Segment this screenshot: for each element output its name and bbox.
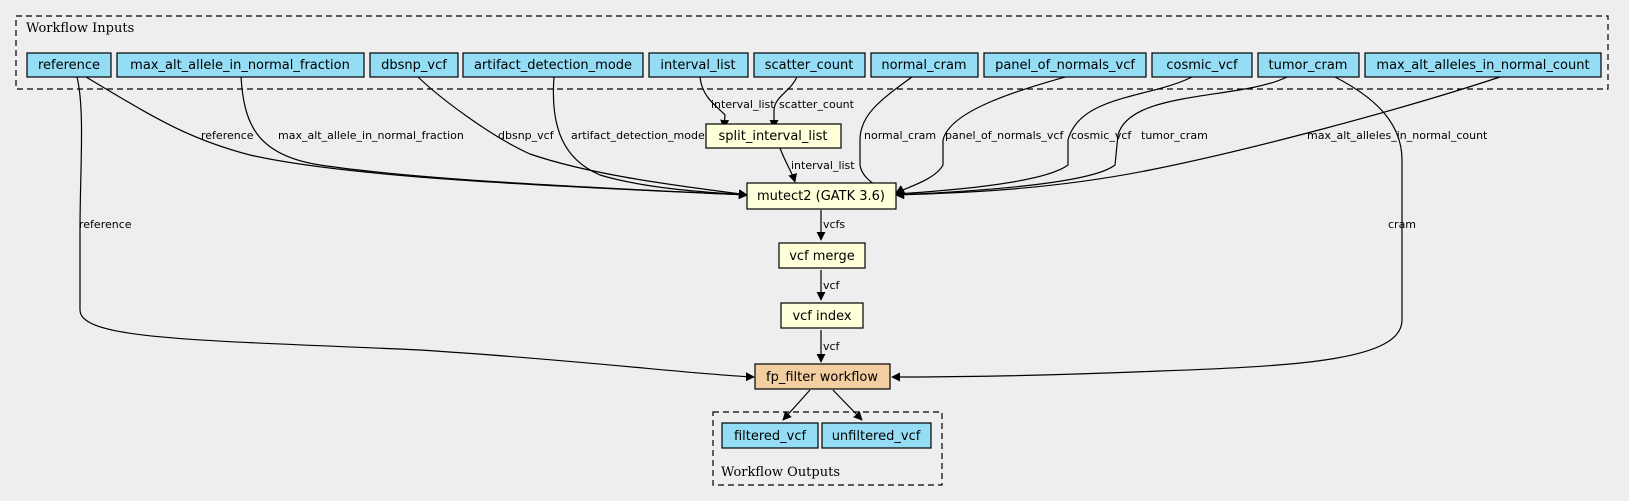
edge-panel-of-normals xyxy=(895,76,1066,194)
edge-label-cosmic: cosmic_vcf xyxy=(1071,129,1132,142)
edge-dbsnp xyxy=(417,76,748,199)
edge-label-cram: cram xyxy=(1388,218,1416,231)
edge-reference-fp xyxy=(76,76,755,382)
input-node-panel-of-normals-vcf-label: panel_of_normals_vcf xyxy=(995,58,1135,73)
step-node-split-interval-list[interactable]: split_interval_list xyxy=(705,123,842,149)
step-node-vcf-merge[interactable]: vcf merge xyxy=(778,242,866,269)
output-node-filtered-vcf[interactable]: filtered_vcf xyxy=(721,422,819,449)
edge-label-split-out: interval_list xyxy=(791,159,855,172)
edge-cosmic xyxy=(895,76,1193,198)
input-node-max-alt-alleles-in-normal-count[interactable]: max_alt_alleles_in_normal_count xyxy=(1364,52,1602,78)
input-node-normal-cram-label: normal_cram xyxy=(881,58,966,73)
input-nodes: reference max_alt_allele_in_normal_fract… xyxy=(26,52,1602,78)
edge-labels: interval_list scatter_count reference ma… xyxy=(79,98,1488,353)
input-node-max-alt-allele-in-normal-fraction-label: max_alt_allele_in_normal_fraction xyxy=(130,58,350,73)
subworkflow-node-fp-filter-label: fp_filter workflow xyxy=(766,370,878,385)
edge-artifact xyxy=(552,76,748,199)
input-node-max-alt-allele-in-normal-fraction[interactable]: max_alt_allele_in_normal_fraction xyxy=(116,52,365,78)
edge-label-max-alt-fraction: max_alt_allele_in_normal_fraction xyxy=(278,129,464,142)
edges xyxy=(76,76,1501,421)
input-node-tumor-cram[interactable]: tumor_cram xyxy=(1257,52,1360,78)
edge-label-vcfs: vcfs xyxy=(823,218,845,231)
workflow-inputs-cluster: Workflow Inputs xyxy=(15,15,1609,90)
output-node-unfiltered-vcf-label: unfiltered_vcf xyxy=(832,429,921,444)
input-node-dbsnp-vcf-label: dbsnp_vcf xyxy=(381,58,447,73)
step-node-vcf-index-label: vcf index xyxy=(792,309,851,324)
input-node-cosmic-vcf[interactable]: cosmic_vcf xyxy=(1151,52,1253,78)
edge-cram xyxy=(891,76,1403,382)
edge-label-tumor-cram: tumor_cram xyxy=(1141,129,1208,142)
input-node-artifact-detection-mode-label: artifact_detection_mode xyxy=(474,58,632,73)
edge-max-alt-fraction xyxy=(240,76,748,200)
input-node-reference[interactable]: reference xyxy=(26,52,112,78)
edge-label-dbsnp: dbsnp_vcf xyxy=(498,129,555,142)
edge-interval-list xyxy=(699,76,730,129)
edge-scatter-count xyxy=(769,76,798,129)
workflow-outputs-cluster: Workflow Outputs xyxy=(712,411,943,486)
edge-label-reference-mutect: reference xyxy=(201,129,254,142)
edge-max-alt-count xyxy=(895,76,1501,200)
step-node-mutect2[interactable]: mutect2 (GATK 3.6) xyxy=(746,182,897,210)
edge-label-interval-list: interval_list xyxy=(711,98,775,111)
edge-fp-to-filtered xyxy=(782,389,811,421)
edge-fp-to-unfiltered xyxy=(832,389,863,421)
subworkflow-node-fp-filter[interactable]: fp_filter workflow xyxy=(754,363,891,390)
step-node-split-interval-list-label: split_interval_list xyxy=(718,129,827,144)
workflow-inputs-title: Workflow Inputs xyxy=(26,21,134,36)
output-node-unfiltered-vcf[interactable]: unfiltered_vcf xyxy=(821,422,932,449)
input-node-reference-label: reference xyxy=(38,58,100,73)
step-node-mutect2-label: mutect2 (GATK 3.6) xyxy=(757,189,885,204)
input-node-artifact-detection-mode[interactable]: artifact_detection_mode xyxy=(462,52,644,78)
output-node-filtered-vcf-label: filtered_vcf xyxy=(734,429,807,444)
edge-label-scatter-count: scatter_count xyxy=(779,98,855,111)
input-node-interval-list[interactable]: interval_list xyxy=(648,52,749,78)
input-node-dbsnp-vcf[interactable]: dbsnp_vcf xyxy=(369,52,459,78)
input-node-tumor-cram-label: tumor_cram xyxy=(1269,58,1348,73)
edge-label-artifact: artifact_detection_mode xyxy=(571,129,705,142)
input-node-interval-list-label: interval_list xyxy=(660,58,735,73)
workflow-outputs-title: Workflow Outputs xyxy=(721,465,840,480)
input-node-scatter-count[interactable]: scatter_count xyxy=(753,52,866,78)
edge-split-to-mutect xyxy=(779,147,797,183)
step-node-vcf-merge-label: vcf merge xyxy=(789,249,855,264)
input-node-panel-of-normals-vcf[interactable]: panel_of_normals_vcf xyxy=(983,52,1147,78)
edge-label-panel-of-normals: panel_of_normals_vcf xyxy=(945,129,1064,142)
edge-label-reference-fp: reference xyxy=(79,218,132,231)
step-node-vcf-index[interactable]: vcf index xyxy=(780,302,864,329)
input-node-normal-cram[interactable]: normal_cram xyxy=(870,52,979,78)
edge-label-vcf-index: vcf xyxy=(823,340,841,353)
edge-tumor-cram xyxy=(895,76,1288,200)
output-nodes: filtered_vcf unfiltered_vcf xyxy=(721,422,932,449)
edge-label-max-alt-count: max_alt_alleles_in_normal_count xyxy=(1307,129,1488,142)
input-node-max-alt-alleles-in-normal-count-label: max_alt_alleles_in_normal_count xyxy=(1376,58,1589,73)
input-node-cosmic-vcf-label: cosmic_vcf xyxy=(1166,58,1238,73)
edge-label-vcf-merge: vcf xyxy=(823,279,841,292)
step-nodes: split_interval_list mutect2 (GATK 3.6) v… xyxy=(705,123,897,390)
input-node-scatter-count-label: scatter_count xyxy=(765,58,854,73)
edge-label-normal-cram: normal_cram xyxy=(864,129,936,142)
